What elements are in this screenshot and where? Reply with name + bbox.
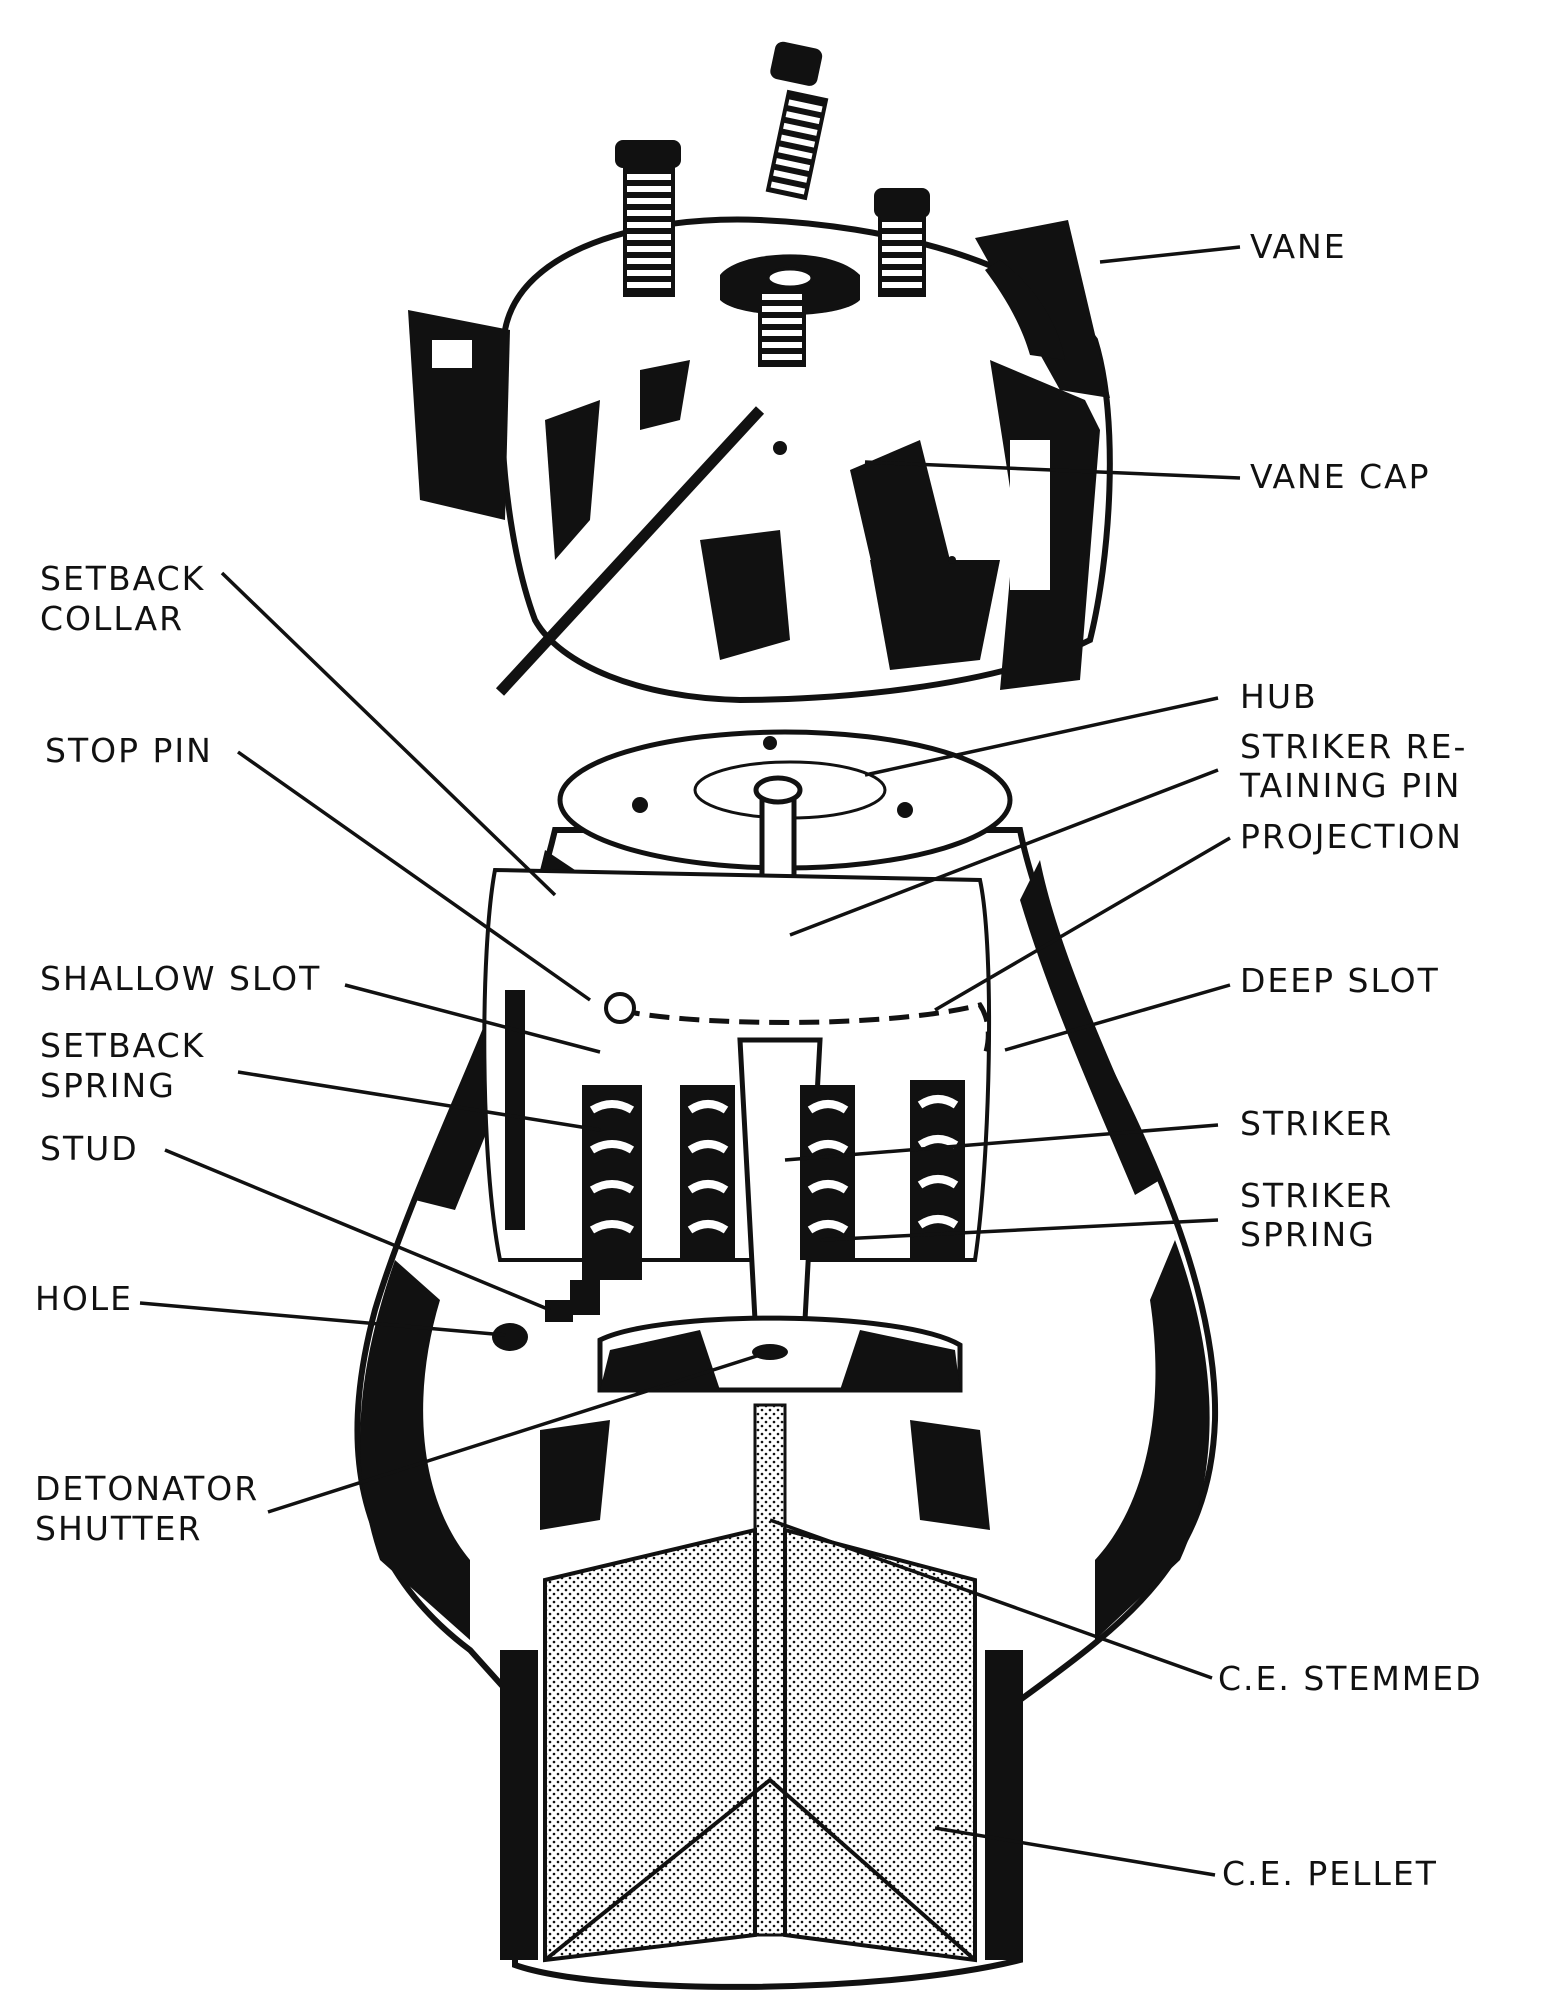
label-striker-spring-1: STRIKER [1240, 1176, 1393, 1215]
label-striker-retaining-pin-1: STRIKER RE- [1240, 727, 1467, 766]
vane-screws [615, 41, 930, 367]
label-detonator-shutter-1: DETONATOR [35, 1469, 259, 1508]
label-setback-spring-1: SETBACK [40, 1026, 205, 1065]
ce-stemmed [753, 1403, 787, 1937]
label-deep-slot: DEEP SLOT [1240, 961, 1440, 1000]
leader-lines [139, 245, 1241, 1877]
label-projection: PROJECTION [1240, 817, 1463, 856]
label-striker-spring-2: SPRING [1240, 1215, 1376, 1254]
label-shallow-slot: SHALLOW SLOT [40, 959, 321, 998]
label-setback-collar-2: COLLAR [40, 599, 184, 638]
label-stop-pin: STOP PIN [45, 731, 213, 770]
label-striker: STRIKER [1240, 1104, 1393, 1143]
label-vane-cap: VANE CAP [1250, 457, 1431, 496]
label-hole: HOLE [35, 1279, 133, 1318]
striker-spring [680, 1085, 855, 1260]
label-vane: VANE [1250, 227, 1347, 266]
label-hub: HUB [1240, 677, 1318, 716]
label-striker-retaining-pin-2: TAINING PIN [1239, 766, 1461, 805]
label-ce-stemmed: C.E. STEMMED [1218, 1659, 1483, 1698]
label-setback-spring-2: SPRING [40, 1066, 176, 1105]
stud [545, 1300, 573, 1322]
hole [492, 1323, 528, 1351]
label-stud: STUD [40, 1129, 139, 1168]
label-ce-pellet: C.E. PELLET [1222, 1854, 1438, 1893]
setback-spring [570, 1085, 642, 1315]
vane-cap-rod [495, 406, 765, 696]
label-setback-collar-1: SETBACK [40, 559, 205, 598]
ce-pellet [543, 1527, 757, 1963]
fuze-body [354, 729, 1219, 1990]
label-detonator-shutter-2: SHUTTER [35, 1509, 202, 1548]
vane-assembly [408, 41, 1113, 704]
slot-path [619, 1002, 991, 1056]
labels: VANE VANE CAP SETBACK COLLAR HUB STOP PI… [35, 227, 1483, 1893]
